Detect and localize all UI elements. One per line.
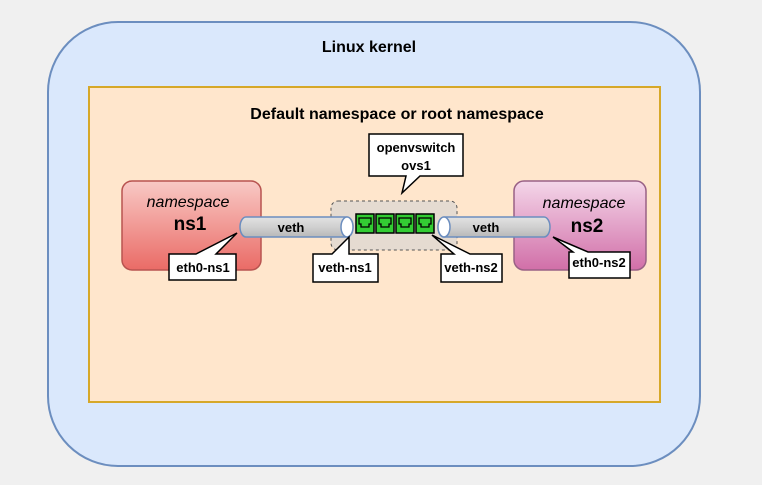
ovs-type-label: openvswitch bbox=[377, 140, 456, 155]
ovs-switch-ports bbox=[355, 213, 435, 234]
veth-left-pipe: veth bbox=[239, 216, 354, 238]
switch-port-icon bbox=[395, 213, 415, 234]
eth0-ns1-callout: eth0-ns1 bbox=[168, 232, 238, 281]
ovs-callout: openvswitch ovs1 bbox=[368, 133, 464, 196]
veth-ns1-callout: veth-ns1 bbox=[312, 235, 379, 283]
eth0-ns1-label: eth0-ns1 bbox=[176, 260, 229, 275]
switch-port-icon bbox=[415, 213, 435, 234]
veth-ns2-label: veth-ns2 bbox=[444, 260, 497, 275]
ovs-name-label: ovs1 bbox=[401, 158, 431, 173]
root-namespace-title: Default namespace or root namespace bbox=[250, 106, 544, 123]
kernel-title: Linux kernel bbox=[322, 39, 416, 56]
ns2-namespace-label: namespace bbox=[543, 195, 626, 212]
ns1-name: ns1 bbox=[174, 214, 207, 235]
ns2-name: ns2 bbox=[571, 216, 604, 237]
switch-port-icon bbox=[375, 213, 395, 234]
veth-ns2-callout: veth-ns2 bbox=[431, 234, 503, 283]
veth-right-pipe: veth bbox=[437, 216, 551, 238]
switch-port-icon bbox=[355, 213, 375, 234]
ns1-namespace-label: namespace bbox=[147, 194, 230, 211]
eth0-ns2-label: eth0-ns2 bbox=[572, 255, 625, 270]
veth-right-label: veth bbox=[473, 220, 500, 235]
veth-left-label: veth bbox=[278, 220, 305, 235]
veth-ns1-label: veth-ns1 bbox=[318, 260, 371, 275]
eth0-ns2-callout: eth0-ns2 bbox=[552, 236, 631, 279]
